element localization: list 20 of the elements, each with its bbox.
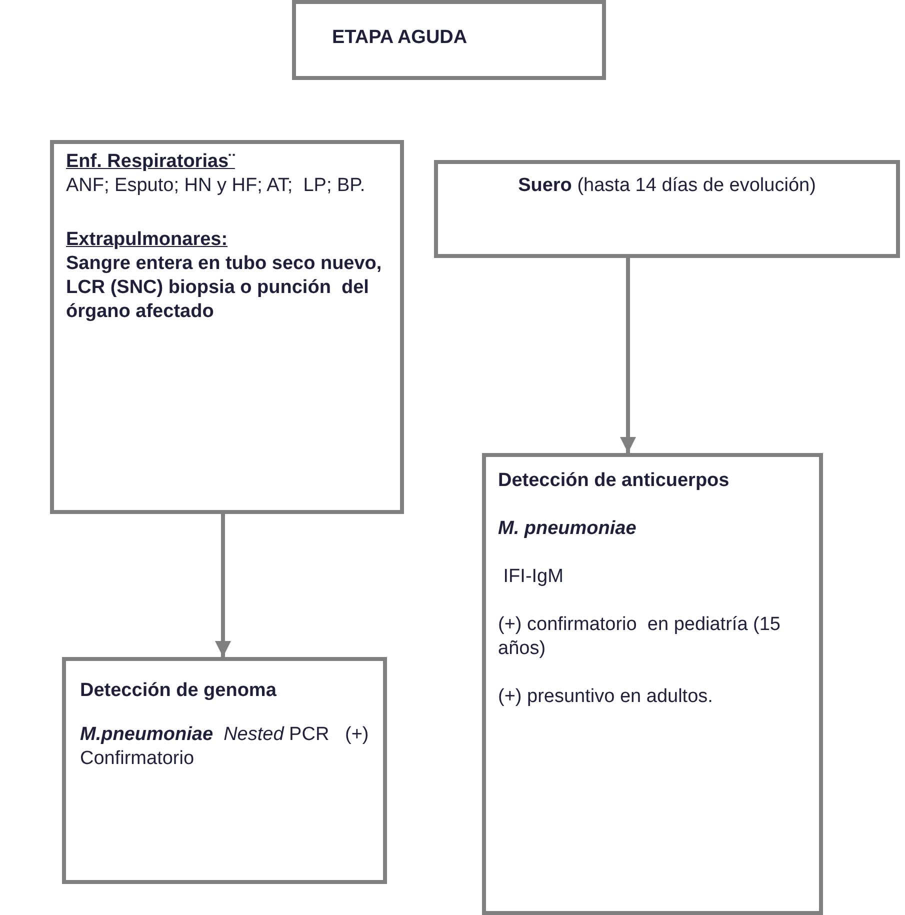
box-text: Suero (hasta 14 días de evolución) [517, 174, 817, 198]
result-box [62, 657, 387, 884]
box-text: ANF; Esputo; HN y HF; AT; LP; BP. [66, 174, 366, 198]
box-text: Sangre entera en tubo seco nuevo, LCR (SNC) biopsia o punción del órgano afectado [66, 252, 383, 324]
box-text: M. pneumoniae [498, 517, 638, 541]
sample-box [50, 140, 404, 514]
box-heading: Detección de anticuerpos [498, 469, 730, 493]
box-text: (+) confirmatorio en pediatría (15 años) [498, 613, 782, 661]
stage-box [292, 0, 606, 80]
box-text: M.pneumoniae Nested PCR (+) Confirmatorio [80, 723, 370, 771]
box-text: IFI-IgM [502, 565, 564, 589]
box-heading: Enf. Respiratorias¨ [66, 150, 235, 174]
sample-box [434, 160, 900, 258]
box-text: Extrapulmonares: [66, 228, 228, 252]
arrow [620, 258, 636, 453]
box-text: (+) presuntivo en adultos. [498, 685, 714, 709]
box-text: ETAPA AGUDA [332, 26, 468, 50]
arrow [215, 514, 231, 657]
result-box [482, 453, 823, 915]
box-heading: Detección de genoma [80, 679, 278, 703]
